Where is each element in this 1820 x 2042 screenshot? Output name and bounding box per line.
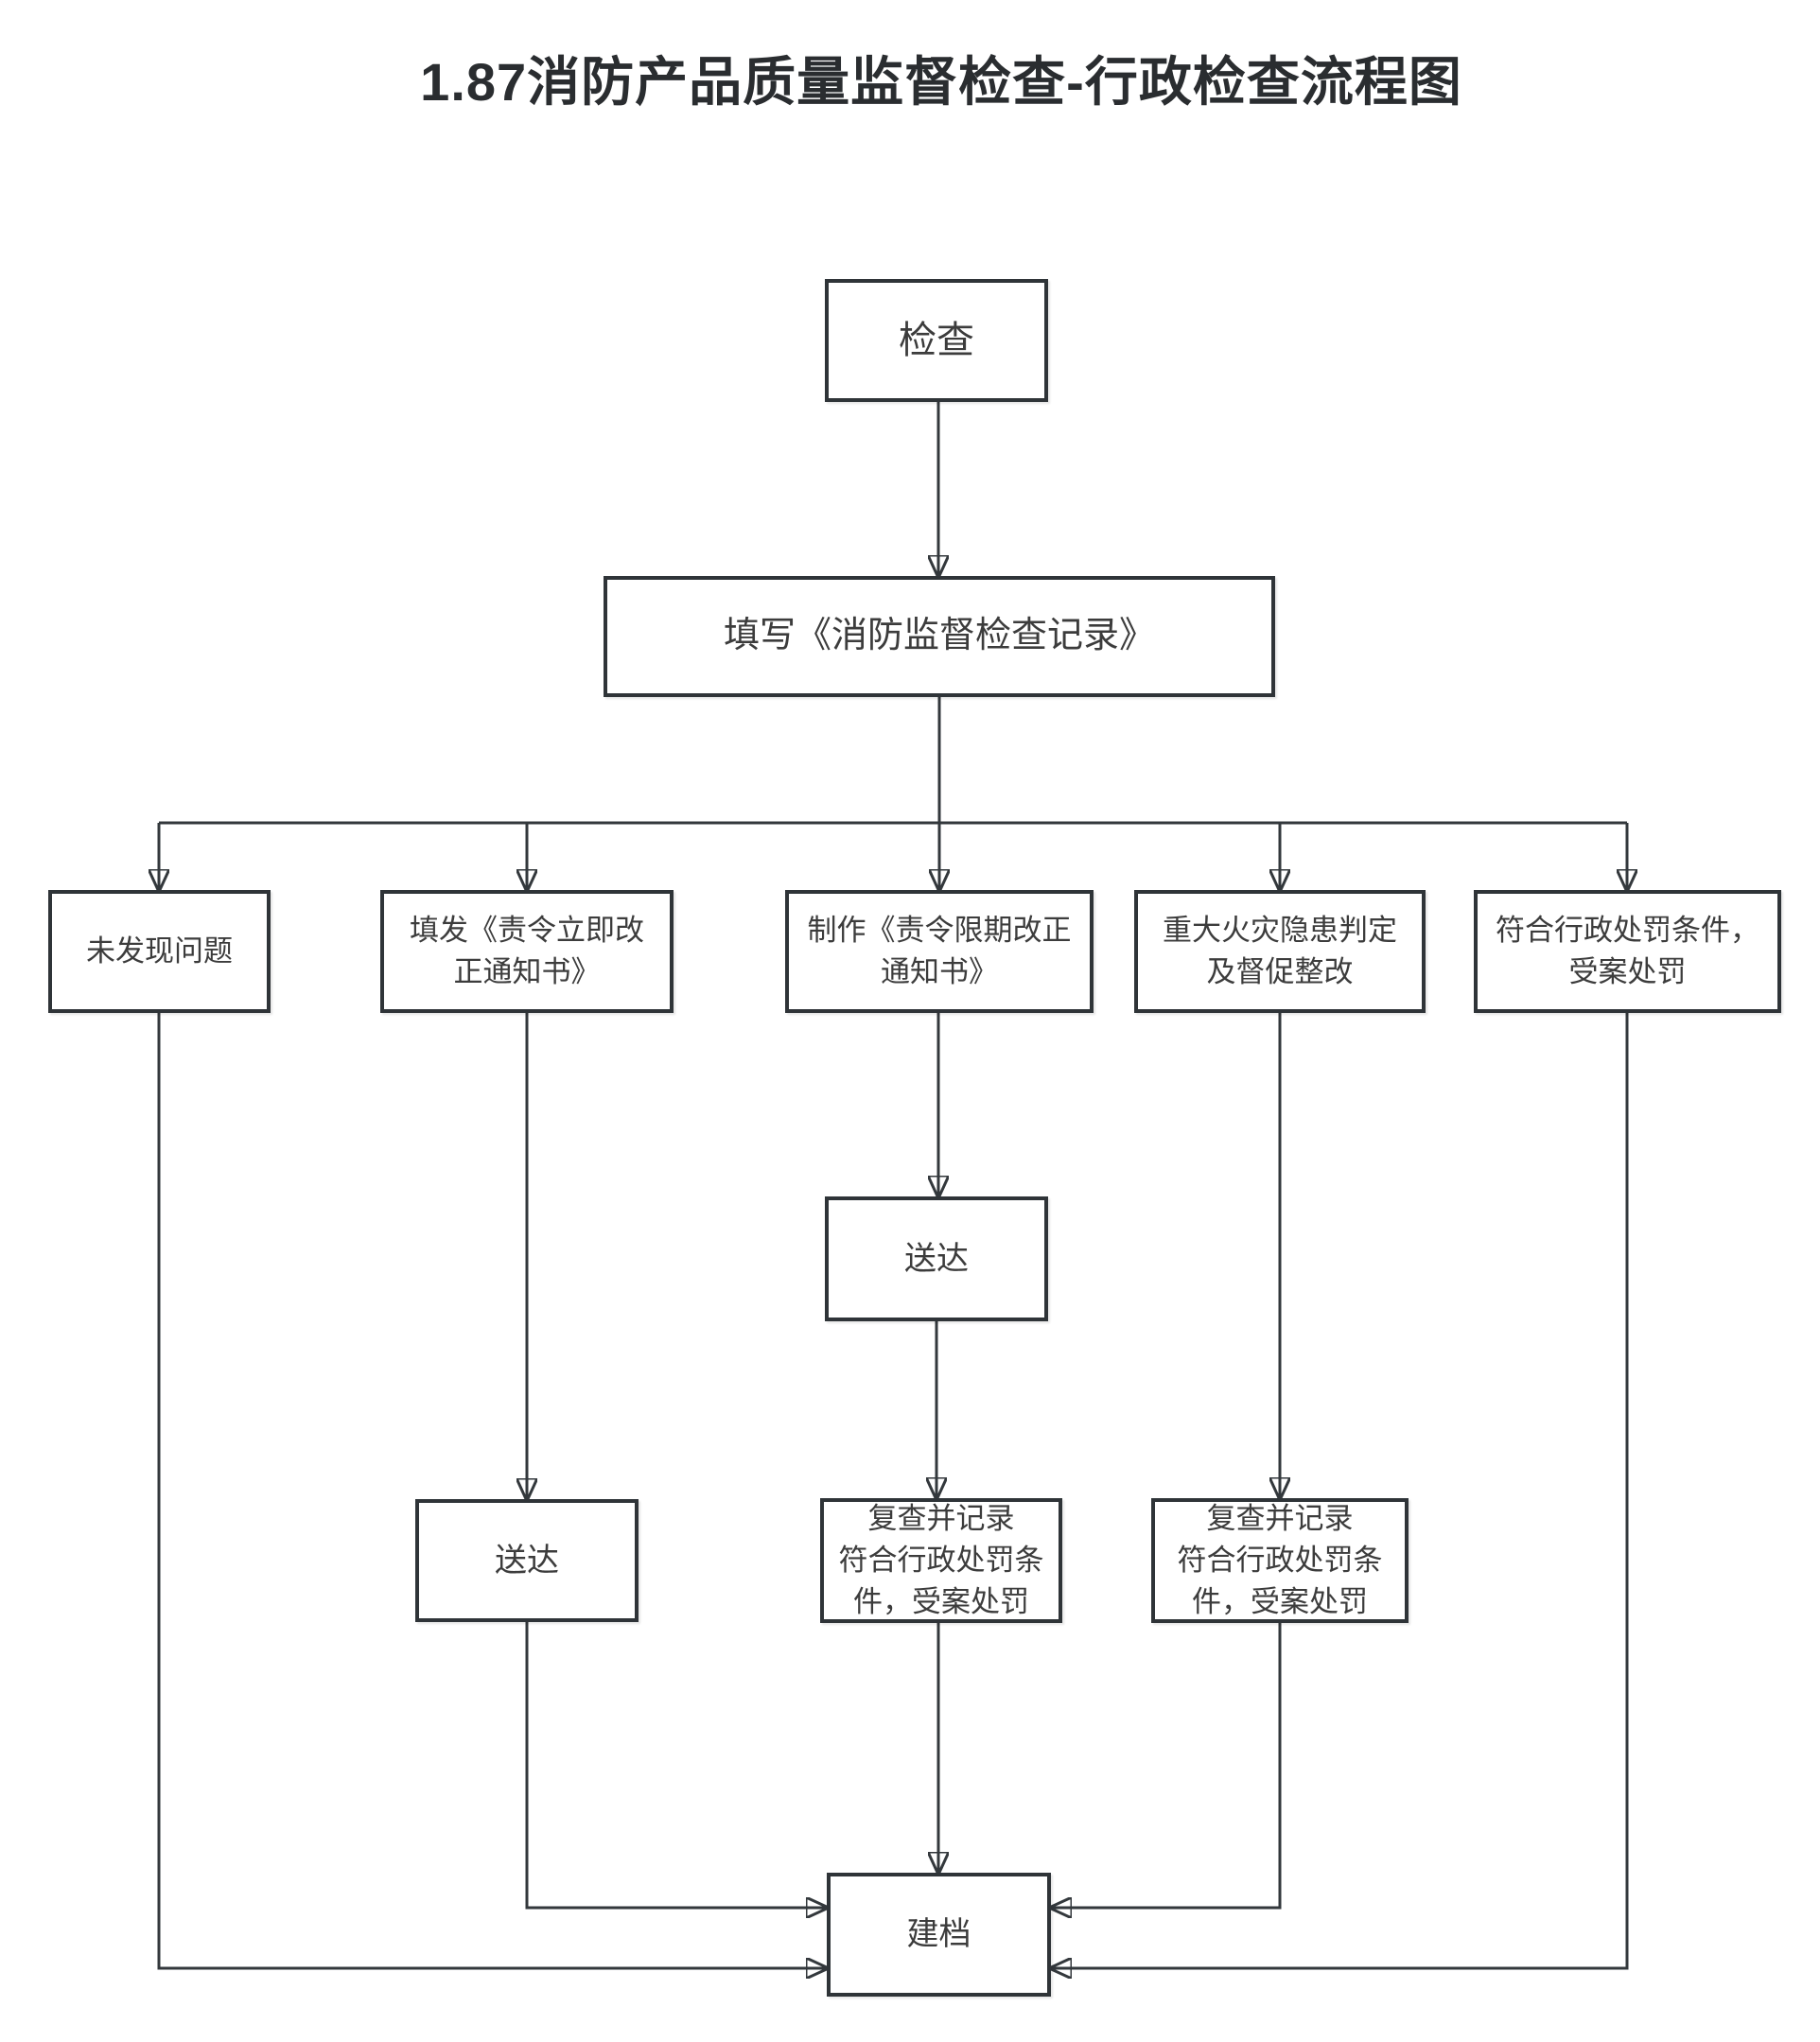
edge-recheck-right-archive [1051,1623,1282,1908]
node-major-hazard-determination: 重大火灾隐患判定 及督促整改 [1134,890,1426,1013]
node-archive: 建档 [827,1873,1051,1997]
node-immediate-correction-notice: 填发《责令立即改 正通知书》 [380,890,674,1013]
node-deliver-left: 送达 [415,1499,639,1622]
edge-deliver-left-archive [525,1622,827,1908]
edge-penalty-archive [1051,1013,1629,1968]
node-recheck-record-center: 复查并记录 符合行政处罚条 件，受案处罚 [820,1498,1062,1623]
node-penalty-case-filing-label: 符合行政处罚条件， 受案处罚 [1496,913,1759,988]
node-fill-record: 填写《消防监督检查记录》 [604,576,1275,697]
node-recheck-record-right: 复查并记录 符合行政处罚条 件，受案处罚 [1151,1498,1409,1623]
node-deliver-left-label: 送达 [495,1542,559,1579]
node-immediate-correction-notice-label: 填发《责令立即改 正通知书》 [410,913,644,988]
node-penalty-case-filing: 符合行政处罚条件， 受案处罚 [1474,890,1781,1013]
node-no-issue-found: 未发现问题 [48,890,271,1013]
edge-no-issue-archive [157,1013,827,1968]
node-recheck-record-right-label: 复查并记录 符合行政处罚条 件，受案处罚 [1177,1501,1383,1619]
node-recheck-record-center-label: 复查并记录 符合行政处罚条 件，受案处罚 [838,1501,1044,1619]
node-no-issue-found-label: 未发现问题 [86,934,233,968]
node-major-hazard-determination-label: 重大火灾隐患判定 及督促整改 [1163,913,1397,988]
flowchart-title: 1.87消防产品质量监督检查-行政检查流程图 [420,52,1462,112]
node-fill-record-label: 填写《消防监督检查记录》 [723,616,1155,656]
node-inspect-label: 检查 [899,319,974,361]
node-inspect: 检查 [825,279,1048,402]
node-deliver-center: 送达 [825,1196,1048,1321]
node-deadline-correction-notice-label: 制作《责令限期改正 通知书》 [807,913,1072,988]
node-deadline-correction-notice: 制作《责令限期改正 通知书》 [785,890,1094,1013]
node-deliver-center-label: 送达 [904,1240,969,1277]
node-archive-label: 建档 [906,1916,971,1953]
